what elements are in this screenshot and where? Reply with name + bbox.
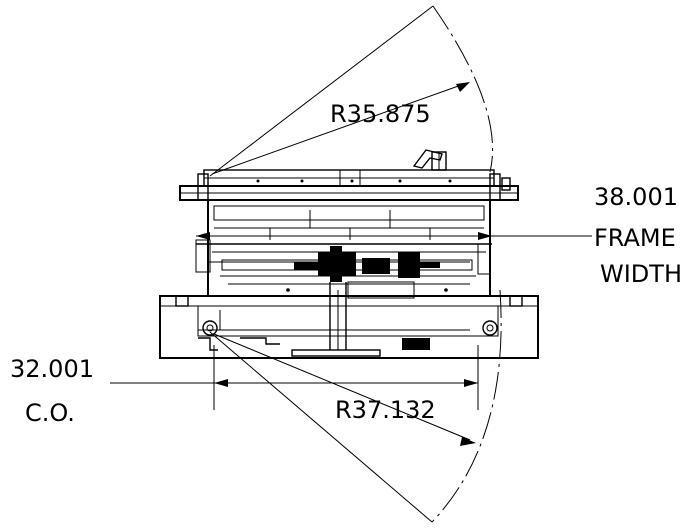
- latch-handle: [412, 149, 447, 171]
- frame-width-arrow-left: [196, 232, 210, 240]
- frame-width-label-line1: FRAME: [594, 224, 676, 252]
- bottom-arc-lower-leader: [209, 331, 433, 523]
- bottom-radius-arrowhead: [460, 437, 476, 446]
- drive-mechanism: [294, 246, 440, 350]
- cutout-arrow-left: [214, 379, 228, 387]
- bottom-radius-label: R37.132: [335, 396, 436, 424]
- lower-base: [159, 295, 539, 359]
- cutout-value: 32.001: [10, 355, 94, 383]
- bottom-swing-arc: [431, 289, 502, 523]
- top-radius-arrowhead: [456, 82, 470, 92]
- bottom-radius-leader: [213, 333, 471, 441]
- cutout-arrow-right: [464, 379, 478, 387]
- frame-width-arrow-right: [478, 232, 492, 240]
- top-swing-arc: [432, 5, 494, 173]
- base-outline: [159, 295, 539, 359]
- swing-arcs: [431, 5, 502, 523]
- frame-body: [195, 199, 492, 350]
- frame-width-dimension: [196, 232, 592, 240]
- radius-leaders: [209, 5, 476, 523]
- frame-width-label-line2: WIDTH: [600, 260, 682, 288]
- top-radius-label: R35.875: [330, 100, 431, 128]
- top-rail: [179, 149, 519, 201]
- frame-width-value: 38.001: [594, 183, 678, 211]
- top-arc-upper-leader: [209, 5, 434, 177]
- top-radius-leader: [211, 83, 465, 175]
- cutout-label: C.O.: [25, 399, 75, 427]
- cutout-dimension: [110, 345, 479, 410]
